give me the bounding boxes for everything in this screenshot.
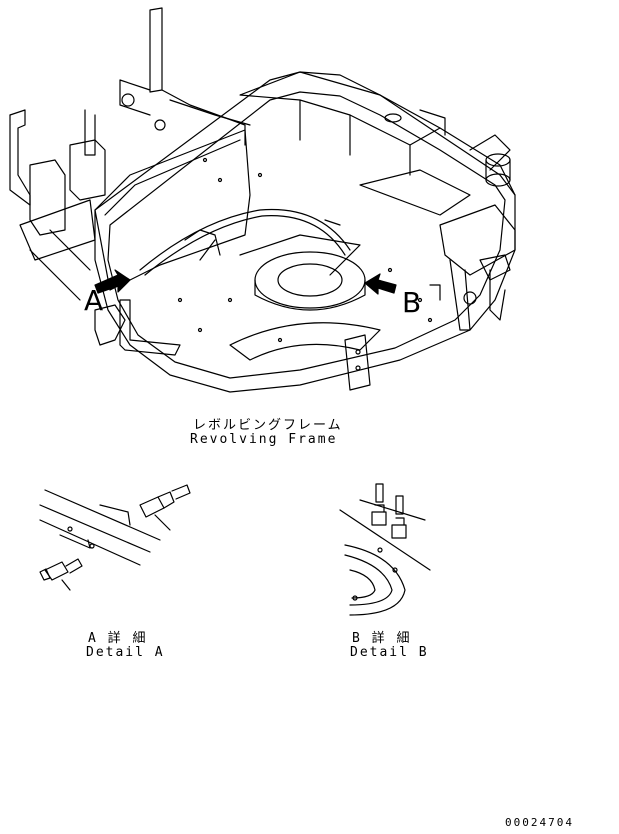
revolving-frame-drawing [9, 7, 516, 393]
main-title-en: Revolving Frame [190, 432, 338, 447]
detail-a-label-en: Detail A [86, 645, 165, 660]
main-title-jp: レボルビングフレーム [193, 418, 343, 433]
callout-b: B [402, 286, 422, 319]
drawing-number: 00024704 [505, 816, 574, 829]
detail-a-drawing [39, 484, 191, 591]
detail-b-label-jp: B 詳 細 [352, 631, 412, 646]
detail-b-label-en: Detail B [350, 645, 429, 660]
detail-b-drawing [339, 483, 431, 616]
detail-a-label-jp: A 詳 細 [88, 631, 148, 646]
callout-a: A [84, 284, 104, 317]
